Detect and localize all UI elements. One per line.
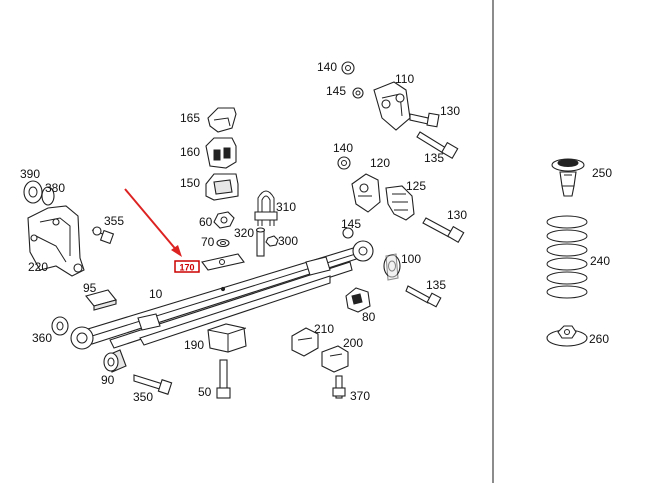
label-200: 200 (343, 336, 363, 350)
stud-320 (255, 227, 266, 257)
label-110: 110 (395, 72, 414, 86)
shackle-110 (373, 81, 411, 131)
label-140-top: 140 (317, 60, 337, 74)
washer-145-top (352, 87, 364, 99)
bolt-355 (91, 226, 115, 245)
coil-spring-240 (546, 215, 588, 299)
leaf-spring-10 (70, 240, 374, 350)
washer-140-mid (337, 156, 351, 170)
label-10: 10 (149, 287, 163, 301)
label-95: 95 (83, 281, 97, 295)
label-160: 160 (180, 145, 200, 159)
bushing-90 (103, 349, 127, 373)
label-70: 70 (201, 235, 215, 249)
label-370: 370 (350, 389, 370, 403)
label-125: 125 (406, 179, 426, 193)
label-250: 250 (592, 166, 612, 180)
label-120: 120 (370, 156, 390, 170)
pad-95 (85, 289, 117, 311)
label-130-mid: 130 (447, 208, 467, 222)
label-380: 380 (45, 181, 65, 195)
washer-145-mid (342, 227, 354, 239)
label-140-mid: 140 (333, 141, 353, 155)
washer-140-top (341, 61, 355, 75)
label-130-top: 130 (440, 104, 460, 118)
label-170: 170 (179, 263, 194, 273)
block-190 (207, 323, 247, 353)
front-bracket-220 (27, 205, 85, 277)
highlight-box-170 (174, 260, 200, 273)
bolt-130-mid (422, 217, 465, 243)
label-240: 240 (590, 254, 610, 268)
bushing-125 (385, 185, 415, 221)
eye-bushing-360 (51, 316, 69, 336)
clip-165 (207, 107, 237, 133)
label-260: 260 (589, 332, 609, 346)
spring-seat-260 (546, 325, 588, 347)
bolt-50 (216, 359, 231, 399)
shackle-120 (351, 173, 381, 213)
label-310: 310 (276, 200, 296, 214)
washer-70 (216, 238, 230, 248)
label-190: 190 (184, 338, 204, 352)
nut-60 (213, 211, 235, 229)
label-135-top: 135 (424, 151, 444, 165)
clip-160 (205, 137, 237, 169)
label-320: 320 (234, 226, 254, 240)
bracket-150 (205, 173, 239, 201)
bolt-370 (332, 375, 346, 399)
bolt-135-top (416, 131, 459, 159)
nut-300 (265, 235, 279, 247)
spring-cap-250 (551, 158, 585, 197)
bushing-100 (383, 253, 401, 281)
u-bolt-310 (254, 190, 278, 226)
pointer-arrow (124, 188, 182, 257)
label-150: 150 (180, 176, 200, 190)
washer-390 (23, 180, 43, 204)
label-145-top: 145 (326, 84, 346, 98)
label-165: 165 (180, 111, 200, 125)
spacer-170-part (201, 253, 245, 271)
label-390: 390 (20, 167, 40, 181)
label-220: 220 (28, 260, 48, 274)
bracket-210 (291, 327, 319, 357)
label-210: 210 (314, 322, 334, 336)
bolt-130-top (409, 112, 440, 128)
label-50: 50 (198, 385, 212, 399)
label-60: 60 (199, 215, 213, 229)
clamp-200 (321, 345, 349, 373)
label-90: 90 (101, 373, 115, 387)
bolt-135-right (405, 285, 442, 308)
bushing-380 (41, 186, 55, 206)
label-350: 350 (133, 390, 153, 404)
bolt-350 (133, 374, 173, 395)
label-300: 300 (278, 234, 298, 248)
label-100: 100 (401, 252, 421, 266)
label-135-right: 135 (426, 278, 446, 292)
label-145-mid: 145 (341, 217, 361, 231)
label-360: 360 (32, 331, 52, 345)
label-80: 80 (362, 310, 376, 324)
label-355: 355 (104, 214, 124, 228)
clip-80 (345, 287, 371, 313)
